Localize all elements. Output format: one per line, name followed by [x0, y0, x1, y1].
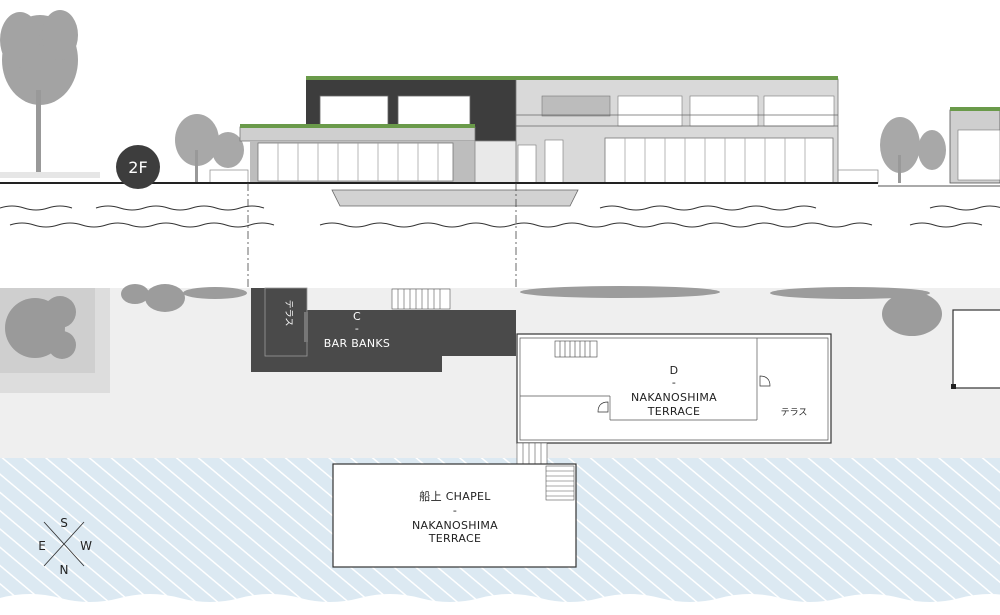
- tree-plan: [5, 296, 76, 359]
- roof-greenery-right: [516, 76, 838, 80]
- river-waves: [0, 205, 1000, 228]
- room-d-name-line2: TERRACE: [647, 405, 701, 418]
- stairs: [391, 288, 451, 310]
- glass-facade-right: [604, 137, 834, 184]
- window: [397, 95, 471, 127]
- chapel-name-line1: NAKANOSHIMA: [412, 519, 498, 532]
- room-c-dash: -: [355, 322, 359, 335]
- tree-mid-left: [175, 114, 244, 182]
- room-c-bar-banks[interactable]: [251, 287, 516, 372]
- chapel-boat[interactable]: [332, 463, 577, 568]
- room-d-letter: D: [670, 364, 679, 377]
- room-d-terrace-label: テラス: [781, 407, 808, 418]
- railing: [209, 169, 249, 184]
- roof-greenery: [306, 76, 516, 80]
- door-swing: [597, 401, 609, 413]
- compass-east: E: [38, 539, 46, 553]
- gangway: [516, 442, 548, 466]
- compass-south: S: [60, 516, 68, 530]
- neighbor-plan: [952, 309, 1000, 389]
- left-ground-step: [0, 172, 100, 178]
- compass-line: [43, 521, 85, 567]
- stairs: [554, 340, 598, 358]
- compass-north: N: [60, 563, 69, 577]
- compass-rose: [43, 521, 85, 567]
- river-edge: [0, 594, 1000, 615]
- glass-facade: [257, 142, 454, 182]
- compass-west: W: [80, 539, 92, 553]
- boat-elevation: [331, 189, 579, 207]
- room-c-terrace-label: テラス: [283, 300, 294, 327]
- room-d-dash: -: [672, 376, 676, 389]
- floor-badge: [116, 145, 160, 189]
- chapel-title: 船上 CHAPEL: [419, 489, 491, 503]
- railing: [837, 169, 879, 184]
- stairs: [545, 465, 575, 501]
- hedges: [121, 284, 942, 336]
- room-c-letter: C: [353, 310, 361, 323]
- door-swing: [759, 375, 771, 387]
- room-d-nakanoshima-terrace[interactable]: [516, 333, 832, 444]
- building-core: [474, 140, 518, 184]
- tree-left: [0, 10, 78, 172]
- room-c-name: BAR BANKS: [324, 337, 390, 350]
- floor-badge-label: 2F: [128, 158, 147, 177]
- tree-mid-right: [880, 117, 946, 183]
- plan-view: [0, 284, 1000, 615]
- chapel-name-line2: TERRACE: [428, 532, 482, 545]
- chapel-dash: -: [453, 504, 457, 517]
- terrace-slab: [239, 126, 476, 142]
- room-d-name-line1: NAKANOSHIMA: [631, 391, 717, 404]
- window: [319, 95, 389, 127]
- terrace-greenery: [240, 124, 475, 128]
